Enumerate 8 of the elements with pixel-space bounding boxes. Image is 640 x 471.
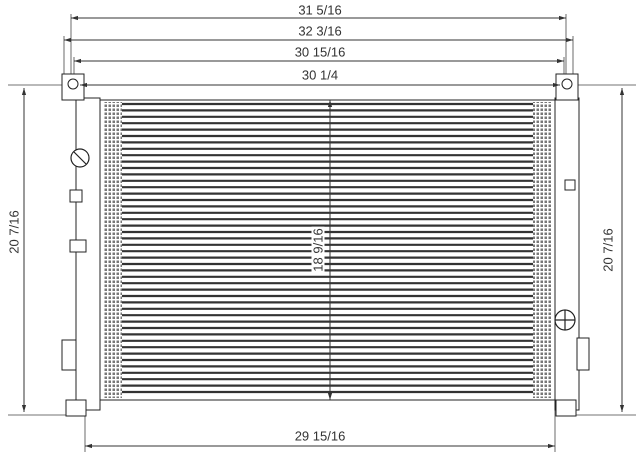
- dimension-label: 32 3/16: [297, 24, 343, 38]
- dimension-label: 29 15/16: [294, 430, 346, 442]
- dimension-label: 30 1/4: [300, 68, 340, 82]
- dimension-label: 31 5/16: [297, 4, 343, 16]
- dimension-label: 20 7/16: [602, 227, 614, 274]
- dimension-label: 30 15/16: [294, 46, 346, 58]
- dimension-label: 18 9/16: [312, 226, 324, 274]
- dimension-label: 20 7/16: [8, 209, 20, 256]
